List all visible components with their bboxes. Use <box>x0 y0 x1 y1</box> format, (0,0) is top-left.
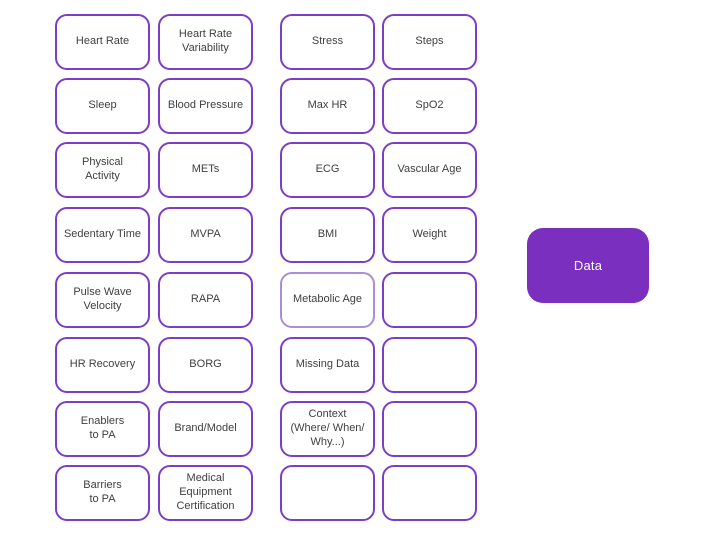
data-node[interactable]: Data <box>527 228 649 303</box>
box-label: Heart Rate Variability <box>178 28 233 54</box>
box-ecg[interactable]: ECG <box>280 142 375 198</box>
box-label: Vascular Age <box>397 163 462 176</box>
box-weight[interactable]: Weight <box>382 207 477 263</box>
box-spo2[interactable]: SpO2 <box>382 78 477 134</box>
box-empty[interactable] <box>280 465 375 521</box>
box-heart-rate[interactable]: Heart Rate <box>55 14 150 70</box>
box-sleep[interactable]: Sleep <box>55 78 150 134</box>
box-label: HR Recovery <box>69 358 136 371</box>
box-label: ECG <box>315 163 340 176</box>
box-rapa[interactable]: RAPA <box>158 272 253 328</box>
box-vascular-age[interactable]: Vascular Age <box>382 142 477 198</box>
box-label: Brand/Model <box>174 422 237 435</box>
box-label: Physical Activity <box>82 156 123 182</box>
box-medical-equipment-certification[interactable]: Medical Equipment Certification <box>158 465 253 521</box>
box-label: Barriers to PA <box>83 479 122 505</box>
box-label: Medical Equipment Certification <box>176 472 235 512</box>
box-label: METs <box>191 163 220 176</box>
box-label: Steps <box>415 35 444 48</box>
box-label: Enablers to PA <box>80 415 125 441</box>
box-label: Stress <box>311 35 344 48</box>
box-label: SpO2 <box>415 99 444 112</box>
box-mvpa[interactable]: MVPA <box>158 207 253 263</box>
box-label: Sedentary Time <box>63 228 142 241</box>
box-context-where-when-why[interactable]: Context (Where/ When/ Why...) <box>280 401 375 457</box>
box-steps[interactable]: Steps <box>382 14 477 70</box>
box-metabolic-age[interactable]: Metabolic Age <box>280 272 375 328</box>
box-label: Context (Where/ When/ Why...) <box>290 408 365 448</box>
box-label: Weight <box>412 228 447 241</box>
box-label: Blood Pressure <box>167 99 244 112</box>
box-empty[interactable] <box>382 272 477 328</box>
box-label: Missing Data <box>295 358 360 371</box>
box-stress[interactable]: Stress <box>280 14 375 70</box>
box-label: Metabolic Age <box>292 293 363 306</box>
box-empty[interactable] <box>382 401 477 457</box>
box-bmi[interactable]: BMI <box>280 207 375 263</box>
box-borg[interactable]: BORG <box>158 337 253 393</box>
box-empty[interactable] <box>382 465 477 521</box>
box-label: BMI <box>317 228 338 241</box>
box-missing-data[interactable]: Missing Data <box>280 337 375 393</box>
box-label: MVPA <box>190 228 221 241</box>
data-node-label: Data <box>573 258 603 273</box>
box-pulse-wave-velocity[interactable]: Pulse Wave Velocity <box>55 272 150 328</box>
box-label: Pulse Wave Velocity <box>73 286 132 312</box>
box-hr-recovery[interactable]: HR Recovery <box>55 337 150 393</box>
box-label: Sleep <box>88 99 117 112</box>
box-label: RAPA <box>190 293 221 306</box>
box-brand-model[interactable]: Brand/Model <box>158 401 253 457</box>
box-enablers-to-pa[interactable]: Enablers to PA <box>55 401 150 457</box>
box-label: BORG <box>189 358 222 371</box>
box-mets[interactable]: METs <box>158 142 253 198</box>
box-empty[interactable] <box>382 337 477 393</box>
box-label: Max HR <box>307 99 348 112</box>
box-max-hr[interactable]: Max HR <box>280 78 375 134</box>
box-physical-activity[interactable]: Physical Activity <box>55 142 150 198</box>
box-blood-pressure[interactable]: Blood Pressure <box>158 78 253 134</box>
box-label: Heart Rate <box>75 35 130 48</box>
box-sedentary-time[interactable]: Sedentary Time <box>55 207 150 263</box>
box-heart-rate-variability[interactable]: Heart Rate Variability <box>158 14 253 70</box>
box-barriers-to-pa[interactable]: Barriers to PA <box>55 465 150 521</box>
